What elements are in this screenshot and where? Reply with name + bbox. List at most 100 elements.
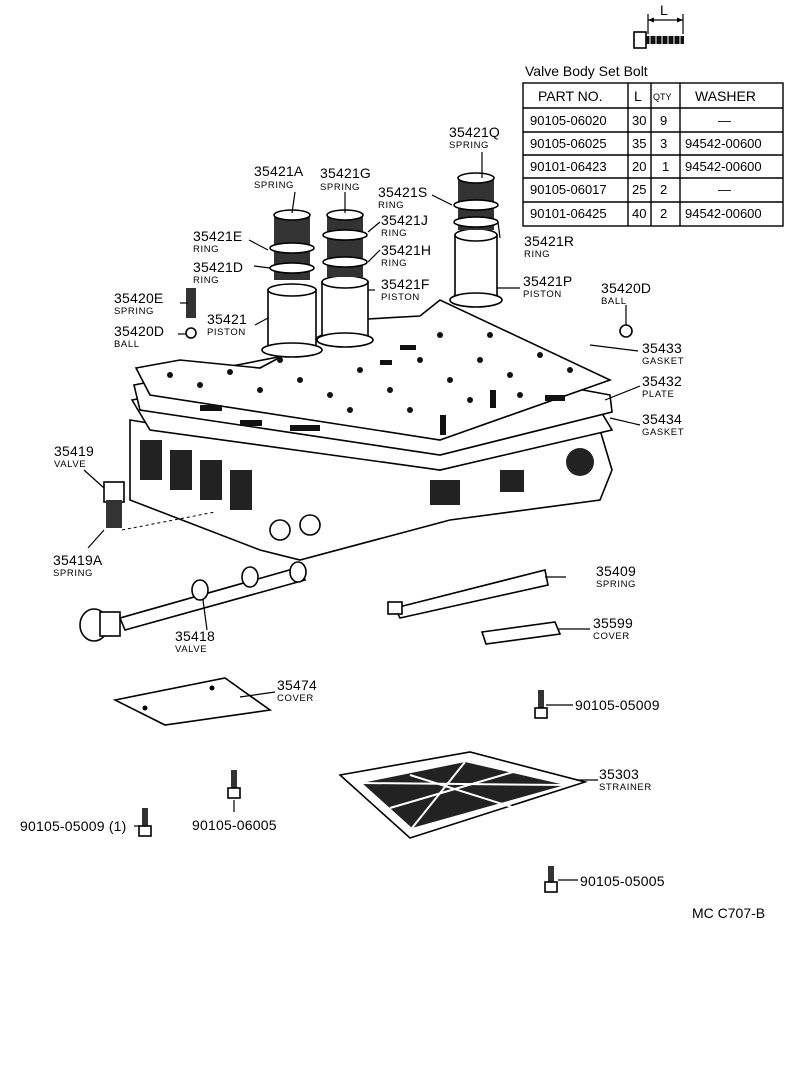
svg-text:9: 9: [660, 113, 667, 128]
cover-35599: [480, 621, 562, 645]
svg-text:35434: 35434: [642, 411, 682, 427]
label-bolt-90105-05009: 90105-05009: [575, 697, 660, 713]
table-row: 90105-06025 35 3 94542-00600: [530, 136, 762, 151]
label-35421F: 35421F PISTON: [381, 276, 429, 303]
label-35421R: 35421R RING: [524, 233, 574, 260]
svg-text:SPRING: SPRING: [320, 182, 360, 193]
label-35421: 35421 PISTON: [207, 311, 247, 338]
svg-text:35420E: 35420E: [114, 290, 163, 306]
svg-text:35421: 35421: [207, 311, 247, 327]
label-35421E: 35421E RING: [193, 228, 242, 255]
svg-text:COVER: COVER: [593, 631, 630, 642]
svg-text:25: 25: [632, 182, 646, 197]
svg-text:94542-00600: 94542-00600: [685, 136, 762, 151]
svg-text:PISTON: PISTON: [523, 289, 562, 300]
piston-35421F: [316, 275, 374, 348]
label-35432: 35432 PLATE: [642, 373, 682, 400]
svg-text:35421H: 35421H: [381, 242, 431, 258]
svg-text:35474: 35474: [277, 677, 317, 693]
label-35421D: 35421D RING: [193, 259, 243, 286]
svg-text:90105-06025: 90105-06025: [530, 136, 607, 151]
col-qty: QTY: [653, 92, 672, 102]
svg-text:1: 1: [662, 159, 669, 174]
table-row: 90105-06020 30 9 —: [530, 113, 731, 128]
svg-text:VALVE: VALVE: [54, 459, 86, 470]
spring-35421G: [322, 209, 368, 277]
svg-text:35420D: 35420D: [601, 280, 651, 296]
label-35599: 35599 COVER: [593, 615, 633, 642]
svg-text:RING: RING: [524, 249, 550, 260]
svg-text:35421G: 35421G: [320, 165, 371, 181]
svg-text:35420D: 35420D: [114, 323, 164, 339]
label-35421P: 35421P PISTON: [523, 273, 572, 300]
valve-35418: [79, 561, 307, 642]
col-washer: WASHER: [695, 88, 756, 104]
svg-text:35421P: 35421P: [523, 273, 572, 289]
svg-text:BALL: BALL: [114, 339, 140, 350]
svg-text:30: 30: [632, 113, 646, 128]
svg-text:GASKET: GASKET: [642, 356, 684, 367]
svg-text:35418: 35418: [175, 628, 215, 644]
bolt-dimension-icon: [633, 14, 684, 49]
svg-text:90105-06017: 90105-06017: [530, 182, 607, 197]
table-row: 90105-06017 25 2 —: [530, 182, 731, 197]
svg-text:35409: 35409: [596, 563, 636, 579]
label-35421J: 35421J RING: [381, 212, 428, 239]
col-l: L: [634, 88, 642, 104]
svg-text:RING: RING: [193, 244, 219, 255]
svg-text:90101-06425: 90101-06425: [530, 206, 607, 221]
table-title: Valve Body Set Bolt: [525, 63, 648, 79]
svg-text:35421J: 35421J: [381, 212, 428, 228]
svg-text:STRAINER: STRAINER: [599, 782, 652, 793]
ball-35420D: [185, 327, 197, 339]
svg-text:SPRING: SPRING: [596, 579, 636, 590]
svg-text:35419A: 35419A: [53, 552, 103, 568]
label-35421Q: 35421Q SPRING: [449, 124, 500, 151]
bolt-length-label: L: [660, 2, 668, 18]
table-row: 90101-06423 20 1 94542-00600: [530, 159, 762, 174]
bolt-icon: [544, 866, 558, 893]
svg-text:35421D: 35421D: [193, 259, 243, 275]
label-35421S: 35421S RING: [378, 184, 427, 211]
svg-text:35433: 35433: [642, 340, 682, 356]
svg-text:35432: 35432: [642, 373, 682, 389]
svg-text:SPRING: SPRING: [114, 306, 154, 317]
label-35419A: 35419A SPRING: [53, 552, 103, 579]
leader-lines: [83, 152, 641, 881]
svg-text:90105-06020: 90105-06020: [530, 113, 607, 128]
svg-text:—: —: [718, 113, 731, 128]
spring-35421A: [269, 209, 315, 280]
label-35434: 35434 GASKET: [642, 411, 684, 438]
svg-text:PLATE: PLATE: [642, 389, 674, 400]
label-35418: 35418 VALVE: [175, 628, 215, 655]
strainer-35303: [338, 751, 588, 839]
label-bolt-90105-05005: 90105-05005: [580, 873, 665, 889]
svg-text:90101-06423: 90101-06423: [530, 159, 607, 174]
svg-text:—: —: [718, 182, 731, 197]
bolt-table-grid: [522, 82, 784, 227]
label-35409: 35409 SPRING: [596, 563, 636, 590]
svg-text:RING: RING: [381, 228, 407, 239]
svg-text:35421Q: 35421Q: [449, 124, 500, 140]
svg-text:35421A: 35421A: [254, 163, 304, 179]
svg-text:35419: 35419: [54, 443, 94, 459]
bolt-icon: [227, 770, 241, 799]
svg-text:VALVE: VALVE: [175, 644, 207, 655]
svg-text:35421R: 35421R: [524, 233, 574, 249]
label-35421A: 35421A SPRING: [254, 163, 304, 191]
label-bolt-90105-06005: 90105-06005: [192, 817, 277, 833]
svg-text:94542-00600: 94542-00600: [685, 206, 762, 221]
label-35419: 35419 VALVE: [54, 443, 94, 470]
svg-text:SPRING: SPRING: [53, 568, 93, 579]
diagram-code: MC C707-B: [692, 905, 765, 921]
svg-text:2: 2: [660, 206, 667, 221]
bolt-icon: [534, 690, 548, 719]
svg-text:SPRING: SPRING: [449, 140, 489, 151]
svg-text:SPRING: SPRING: [254, 180, 294, 191]
bolt-icon: [138, 808, 152, 837]
svg-text:3: 3: [660, 136, 667, 151]
svg-text:40: 40: [632, 206, 646, 221]
col-part-no: PART NO.: [538, 88, 603, 104]
svg-text:35421S: 35421S: [378, 184, 427, 200]
